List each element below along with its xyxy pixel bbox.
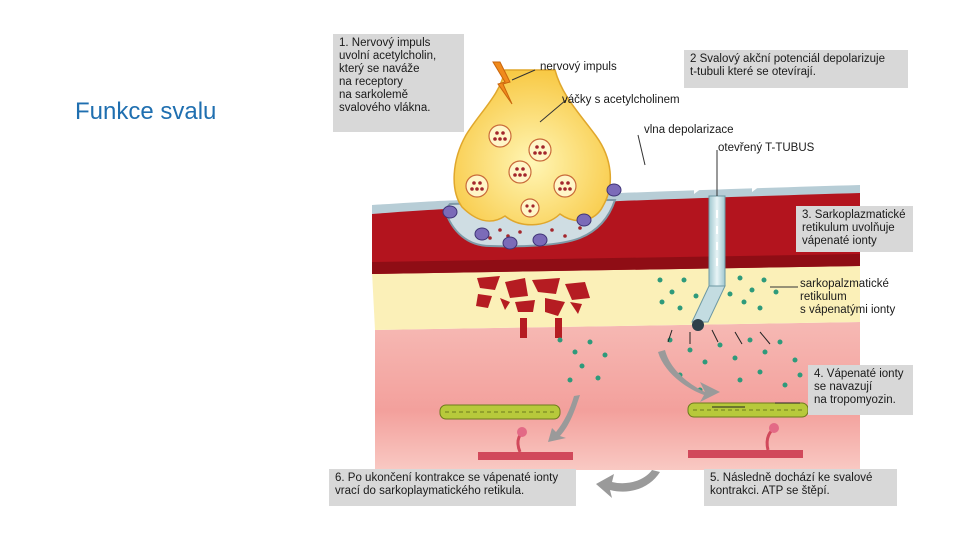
acetylcholine-vesicles [465,124,577,218]
step3-box: 3. Sarkoplazmatické retikulum uvolňuje v… [796,206,913,252]
step6-box: 6. Po ukončení kontrakce se vápenaté ion… [329,469,576,506]
nerve-impulse-icon [492,61,513,105]
t-tubule [708,195,726,287]
acetylcholine-receptors [442,183,622,250]
vesicles-label: váčky s acetylcholinem [562,94,680,106]
thin-filament-left [439,404,573,460]
myofibril-area [375,322,860,470]
t-tubule-label: otevřený T-TUBUS [718,142,815,154]
sarcoplasmic-reticulum-label: sarkopalzmatické retikulum s vápenatými … [800,278,896,316]
step2-box: 2 Svalový akční potenciál depolarizuje t… [684,50,908,88]
step1-box: 1. Nervový impuls uvolní acetylcholin, k… [333,34,464,132]
sarcoplasmic-reticulum-band [372,266,860,330]
slide-title: Funkce svalu [75,98,217,125]
cycle-arrow [596,470,660,498]
release-arrow [658,350,720,402]
nerve-impulse-label: nervový impuls [540,61,617,73]
depolarization-arrows [632,178,760,194]
depolarization-wave-label: vlna depolarizace [644,124,734,136]
step5-box: 5. Následně dochází ke svalové kontrakci… [704,469,897,506]
calcium-ions [557,275,803,393]
sarcoplasmic-reticulum-fragments [476,276,590,338]
return-arrow [548,395,580,442]
step4-box: 4. Vápenaté ionty se navazují na tropomy… [808,365,913,415]
